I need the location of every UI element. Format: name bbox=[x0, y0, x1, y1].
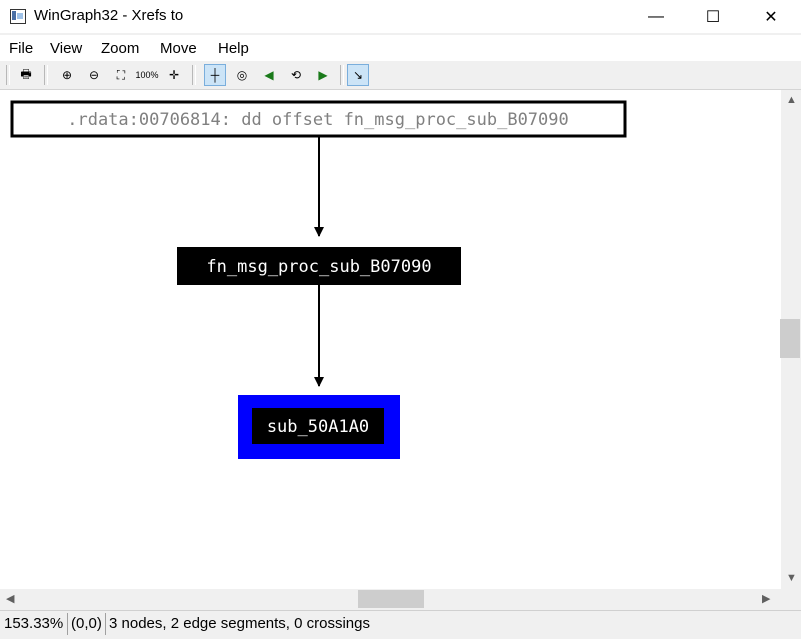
scroll-left-icon[interactable]: ◀ bbox=[6, 593, 15, 605]
toolbar-separator bbox=[6, 65, 10, 85]
graph-canvas[interactable]: .rdata:00706814: dd offset fn_msg_proc_s… bbox=[0, 90, 781, 590]
go-right-icon[interactable]: ▶ bbox=[318, 68, 328, 82]
status-divider bbox=[105, 613, 106, 635]
go-around-icon[interactable]: ⟲ bbox=[290, 68, 302, 82]
toolbar: 🖶 ⊕ ⊖ ⛶ 100% ✛ ┼ ◎ ◀ ⟲ ▶ ↘ bbox=[0, 61, 801, 90]
center-icon[interactable]: ✛ bbox=[168, 68, 180, 82]
scroll-right-icon[interactable]: ▶ bbox=[762, 593, 771, 605]
horizontal-scroll-thumb[interactable] bbox=[358, 590, 424, 608]
menu-move[interactable]: Move bbox=[160, 40, 197, 57]
fit-window-icon[interactable]: ⛶ bbox=[116, 67, 126, 82]
zoom-out-icon[interactable]: ⊖ bbox=[88, 68, 100, 82]
scroll-corner bbox=[781, 590, 801, 610]
app-icon bbox=[10, 9, 26, 24]
print-icon[interactable]: 🖶 bbox=[20, 66, 32, 81]
close-button[interactable]: ✕ bbox=[764, 8, 778, 26]
graph-node-rdata[interactable]: .rdata:00706814: dd offset fn_msg_proc_s… bbox=[10, 100, 627, 138]
toolbar-separator bbox=[44, 65, 48, 85]
menu-file[interactable]: File bbox=[9, 40, 34, 57]
status-position: (0,0) bbox=[71, 615, 102, 632]
follow-edge-icon[interactable]: ↘ bbox=[347, 64, 369, 86]
move-mode-icon[interactable]: ┼ bbox=[204, 64, 226, 86]
minimize-button[interactable]: — bbox=[648, 7, 664, 25]
maximize-button[interactable]: ☐ bbox=[705, 8, 721, 26]
zoom-in-icon[interactable]: ⊕ bbox=[61, 68, 73, 82]
node-label: fn_msg_proc_sub_B07090 bbox=[206, 257, 431, 277]
status-divider bbox=[67, 613, 68, 635]
title-bar: WinGraph32 - Xrefs to — ☐ ✕ bbox=[0, 0, 801, 33]
toolbar-separator bbox=[340, 65, 344, 85]
menu-view[interactable]: View bbox=[50, 40, 83, 57]
scroll-down-icon[interactable]: ▼ bbox=[786, 572, 797, 584]
status-info: 3 nodes, 2 edge segments, 0 crossings bbox=[109, 615, 370, 632]
graph-node-fn-msg-proc[interactable]: fn_msg_proc_sub_B07090 bbox=[177, 247, 461, 285]
graph-node-sub-50a1a0[interactable]: sub_50A1A0 bbox=[238, 395, 400, 459]
node-label: sub_50A1A0 bbox=[267, 417, 369, 437]
menu-bar: File View Zoom Move Help bbox=[0, 35, 801, 61]
vertical-scroll-thumb[interactable] bbox=[780, 319, 800, 358]
window-title: WinGraph32 - Xrefs to bbox=[34, 7, 184, 24]
status-zoom: 153.33% bbox=[4, 615, 64, 632]
status-bar: 153.33% (0,0) 3 nodes, 2 edge segments, … bbox=[0, 610, 801, 639]
scroll-up-icon[interactable]: ▲ bbox=[786, 94, 797, 106]
toolbar-separator bbox=[192, 65, 196, 85]
go-left-icon[interactable]: ◀ bbox=[264, 68, 274, 82]
menu-zoom[interactable]: Zoom bbox=[101, 40, 140, 57]
menu-help[interactable]: Help bbox=[218, 40, 249, 57]
zoom-100-icon[interactable]: 100% bbox=[135, 70, 159, 80]
node-label: .rdata:00706814: dd offset fn_msg_proc_s… bbox=[67, 110, 569, 130]
graph-svg: .rdata:00706814: dd offset fn_msg_proc_s… bbox=[10, 100, 627, 459]
go-start-icon[interactable]: ◎ bbox=[236, 68, 248, 82]
